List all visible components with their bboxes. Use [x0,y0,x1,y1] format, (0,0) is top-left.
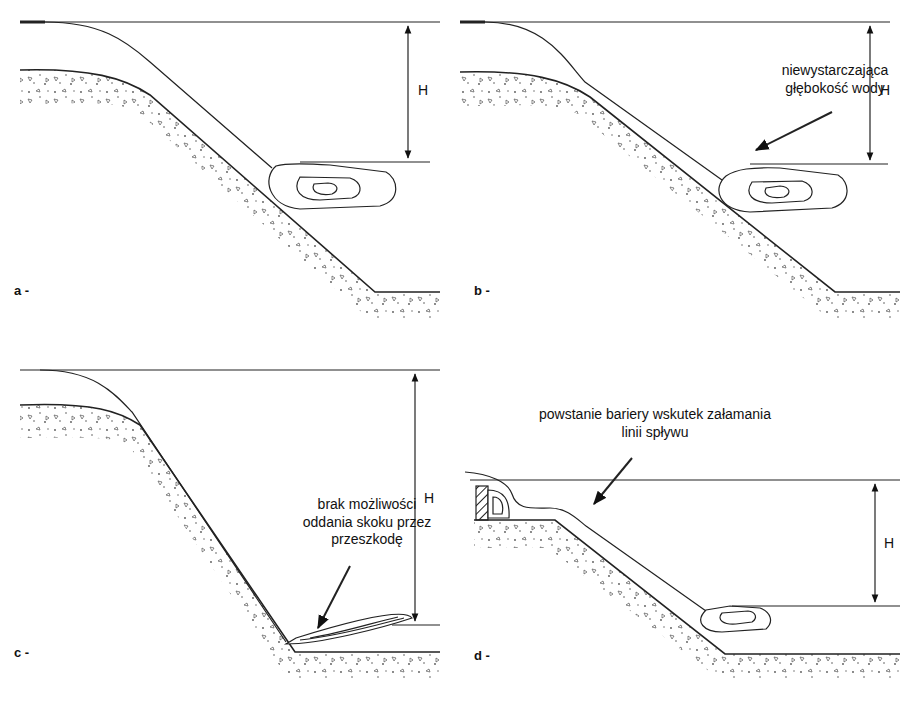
callout-note: powstanie bariery wskutek załamania lini… [530,406,780,441]
callout-note: brak możliwości oddania skoku przez prze… [292,496,442,549]
panel-letter: d - [474,648,514,664]
height-dimension: H [418,82,438,100]
height-dimension: H [880,82,900,100]
height-dimension: H [884,535,904,553]
panel-a [20,22,440,318]
panel-letter: c - [14,645,54,661]
height-dimension: H [424,490,444,508]
panel-d [465,458,900,678]
panel-letter: a - [14,283,54,299]
panel-letter: b - [474,283,514,299]
